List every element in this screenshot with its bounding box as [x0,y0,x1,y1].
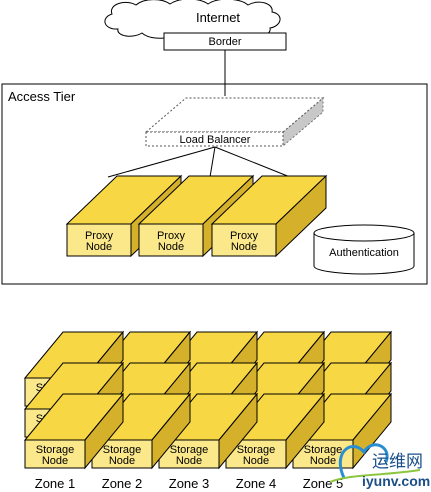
load-balancer-side [282,96,324,148]
watermark-logo-icon [338,443,389,479]
access-tier-label: Access Tier [8,89,76,104]
zone-label-4: Zone 4 [236,476,276,491]
load-balancer-front [145,131,284,147]
auth-label: Authentication [329,247,399,259]
authentication-store: Authentication [313,224,415,275]
proxy-node-1-label-line2: Node [86,241,112,253]
watermark-cn: 运维网 [372,452,423,472]
proxy-node-1-front [66,223,132,257]
zone-labels: Zone 1 Zone 2 Zone 3 Zone 4 Zone 5 [35,476,343,491]
load-balancer-top [144,97,325,133]
storage-node-z3-r3-label-line2: Node [176,455,202,467]
watermark-en: iyunv.com [362,473,430,489]
zone-label-3: Zone 3 [169,476,209,491]
lb-proxy-link-1 [107,146,216,178]
storage-nodes: StorageNodeStorageNodeStorageNodeStorage… [23,330,393,470]
storage-node-z5-r3-label-line2: Node [310,455,336,467]
storage-node-z2-r3-label-line1: Storage [103,444,142,456]
storage-node-z2-r3-label-line2: Node [109,455,135,467]
internet-label: Internet [196,10,240,25]
auth-cylinder-top [313,224,415,242]
storage-node-z4-r3-label-line1: Storage [237,444,276,456]
internet-cloud [104,0,281,39]
proxy-node-3-label-line2: Node [231,241,257,253]
zone-label-2: Zone 2 [102,476,142,491]
storage-node-z1-r3-label-line1: Storage [36,444,75,456]
storage-node-z5-r3-label-line1: Storage [304,444,343,456]
load-balancer: Load Balancer [144,96,325,148]
proxy-node-1-label-line1: Proxy [85,230,114,242]
border-label: Border [208,36,241,48]
proxy-node-3-label-line1: Proxy [230,230,259,242]
storage-node-z1-r3-label-line2: Node [42,455,68,467]
zone-label-1: Zone 1 [35,476,75,491]
proxy-node-2-front [138,223,204,257]
storage-node-z4-r3-label-line2: Node [243,455,269,467]
proxy-node-3-front [211,223,277,257]
load-balancer-label: Load Balancer [180,134,251,146]
storage-node-z1-r3-front [24,439,86,469]
auth-cylinder-body [313,233,415,275]
watermark-swoosh-icon [329,469,421,483]
zone-label-5: Zone 5 [303,476,343,491]
proxy-node-2-label-line2: Node [158,241,184,253]
proxy-node-2-label-line1: Proxy [157,230,186,242]
lb-proxy-link-3 [214,146,291,178]
access-tier-frame [1,83,428,285]
lb-proxy-link-2 [209,146,216,178]
storage-node-z3-r3-label-line1: Storage [170,444,209,456]
watermark: 运维网 iyunv.com [329,443,430,489]
